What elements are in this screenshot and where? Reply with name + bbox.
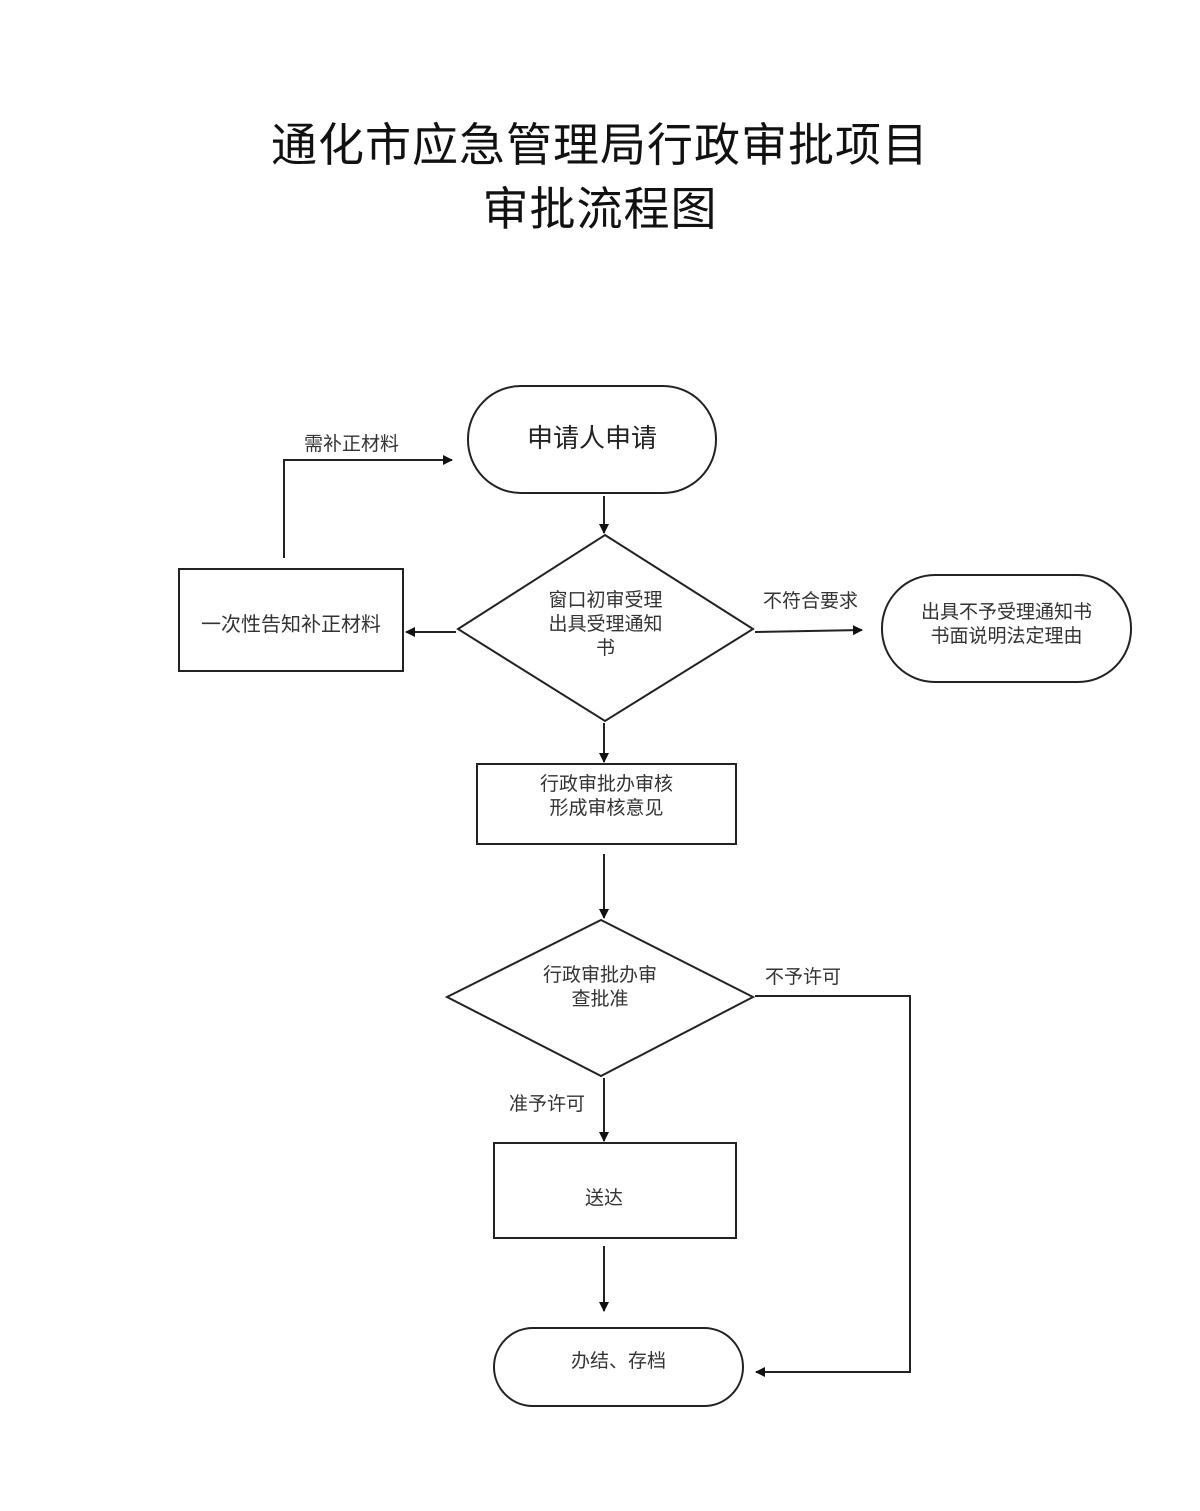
end-node-shape [493,1327,744,1407]
reject-notice-node-shape [881,574,1132,683]
window-review-line-3: 书 [595,637,615,659]
edge-label-not-compliant: 不符合要求 [763,590,859,612]
edge-label-need-supplement: 需补正材料 [304,433,400,455]
reject-notice-line-1: 出具不予受理通知书 [920,601,1092,623]
deliver-node-label: 送达 [584,1187,623,1209]
start-node-shape [467,385,717,494]
edge-review-to-reject [754,625,863,636]
audit-line-1: 行政审批办审核 [539,773,673,795]
reject-notice-node-label: 出具不予受理通知书 书面说明法定理由 [882,600,1131,648]
window-review-line-2: 出具受理通知 [548,613,663,635]
deliver-node-shape [493,1142,737,1239]
audit-line-2: 形成审核意见 [549,797,664,819]
window-review-line-1: 窗口初审受理 [548,589,663,611]
edge-label-permitted: 准予许可 [509,1093,586,1115]
window-review-decision-shape [456,533,755,723]
page-title-line-1: 通化市应急管理局行政审批项目 [271,118,929,172]
approval-decision-shape [444,918,756,1078]
edge-approval-to-end [755,995,911,1377]
edge-supplement-to-start [283,455,453,558]
supplement-node-shape [178,568,404,672]
approval-line-1: 行政审批办审 [542,964,657,986]
audit-node-shape [476,763,737,845]
audit-node-label: 行政审批办审核 形成审核意见 [477,772,736,820]
approval-decision-label: 行政审批办审 查批准 [500,963,700,1011]
window-review-decision-label: 窗口初审受理 出具受理通知 书 [458,588,753,660]
edge-label-not-permitted: 不予许可 [765,966,842,988]
approval-line-2: 查批准 [571,988,629,1010]
reject-notice-line-2: 书面说明法定理由 [930,625,1083,647]
page-title-line-2: 审批流程图 [482,182,718,236]
supplement-node-label: 一次性告知补正材料 [201,612,381,636]
end-node-label: 办结、存档 [570,1350,666,1372]
start-node-label: 申请人申请 [526,424,657,454]
